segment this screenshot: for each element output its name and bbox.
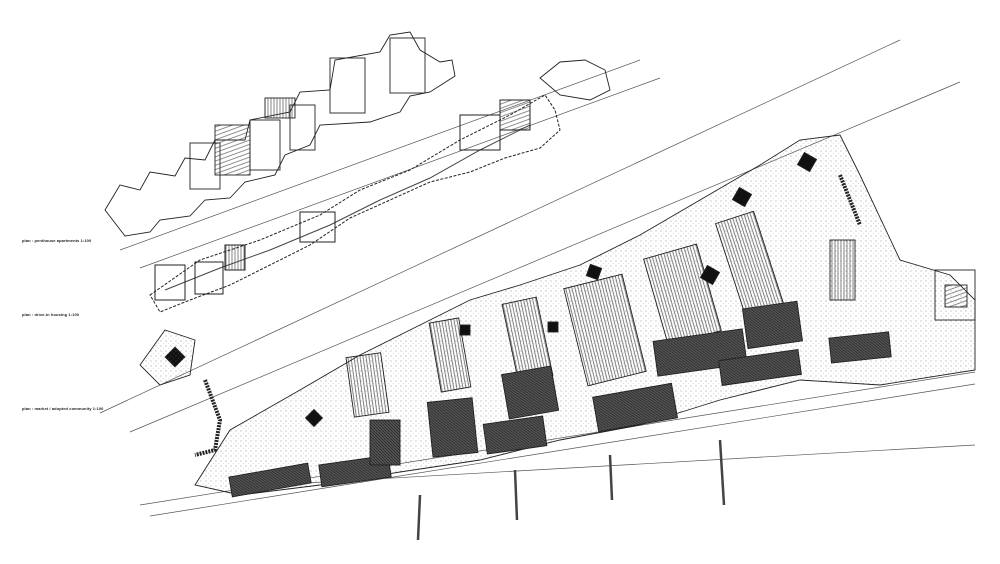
penthouse-plan-label: plan : penthouse apartments 1:100 <box>22 238 92 243</box>
pier-lines <box>416 439 726 541</box>
penthouse-plan <box>104 31 611 237</box>
market-community-plan <box>139 134 976 498</box>
drive-in-housing-plan <box>149 94 561 313</box>
market-community-plan-label: plan : market / adopted community 1:100 <box>22 406 104 411</box>
drive-in-housing-plan-label: plan : drive-in housing 1:100 <box>22 312 80 317</box>
